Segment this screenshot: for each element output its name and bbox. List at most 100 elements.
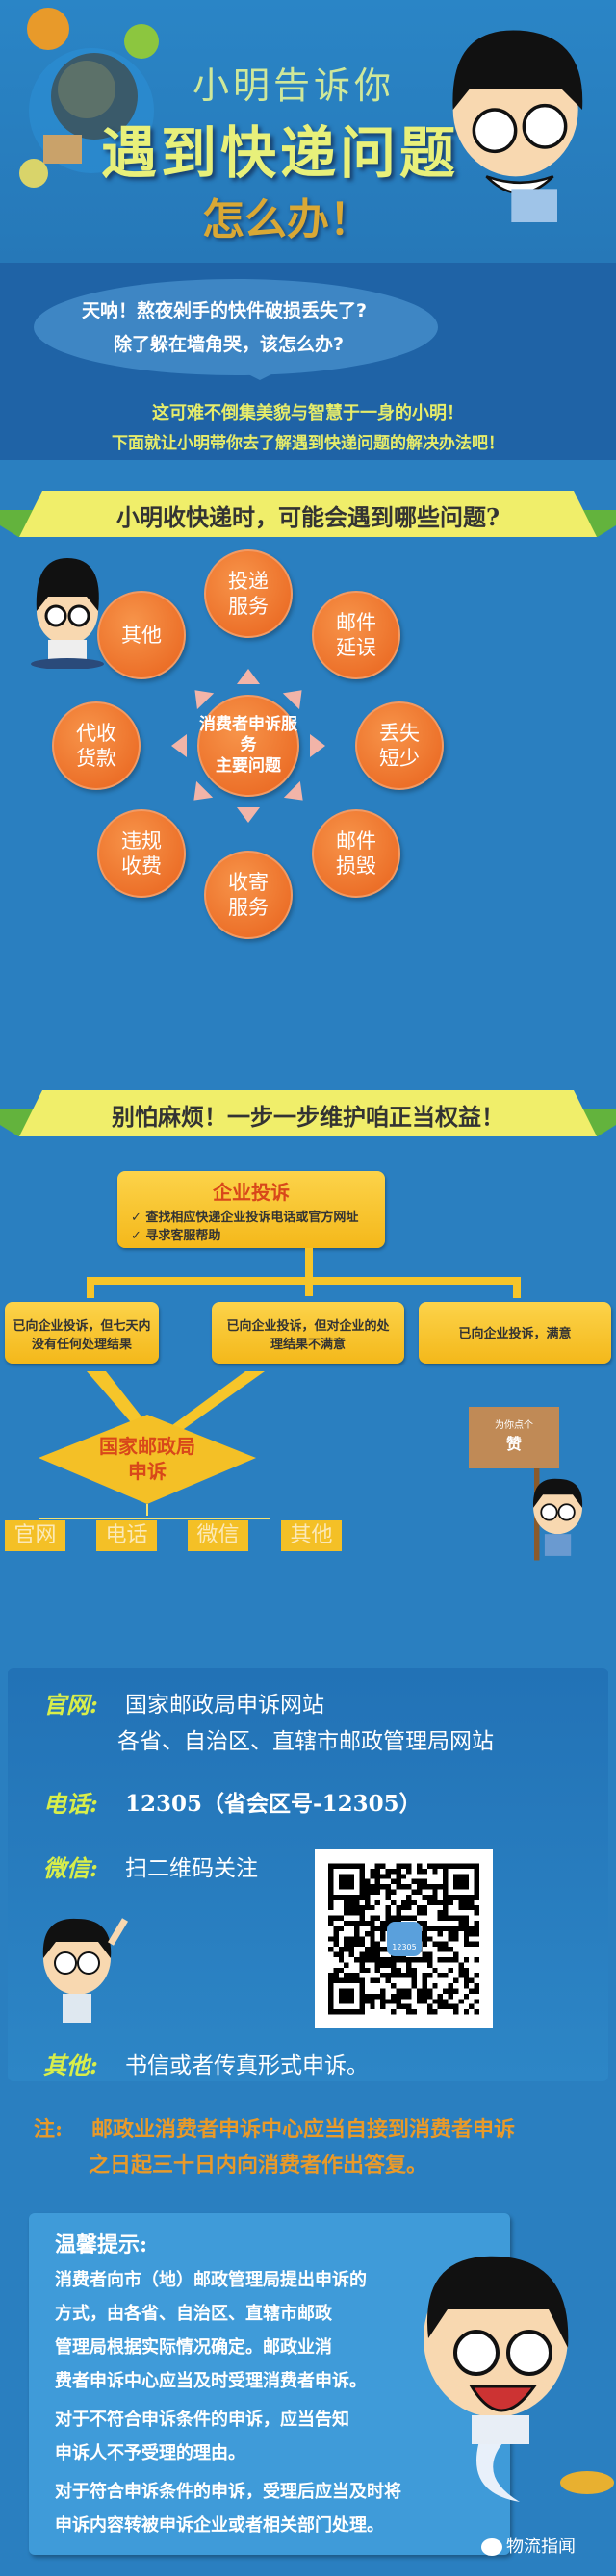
xiaoming-genie-character [424, 2256, 614, 2502]
tips-line: 对于不符合申诉条件的申诉，应当告知 [55, 2410, 349, 2430]
tips-line: 费者申诉中心应当及时受理消费者申诉。 [55, 2371, 367, 2391]
source-name: 物流指闻 [506, 2537, 576, 2557]
sign-line-2: 赞 [505, 1435, 522, 1453]
connector [305, 1248, 313, 1296]
phone-value: 12305（省会区号-12305） [125, 1791, 422, 1817]
problem-circle: 邮件延误 [312, 591, 400, 679]
problem-label: 延误 [336, 636, 376, 659]
problem-label: 服务 [228, 896, 269, 919]
intro-line-2: 下面就让小明带你去了解遇到快递问题的解决办法吧！ [112, 434, 504, 453]
tips-line: 申诉人不予受理的理由。 [55, 2443, 245, 2463]
banner-rights-text: 别怕麻烦！一步一步维护咱正当权益！ [112, 1103, 504, 1131]
problem-label: 短少 [379, 747, 420, 770]
like-sign: 为你点个 赞 [469, 1407, 559, 1468]
xiaoming-character-worried [31, 558, 104, 669]
tips-title: 温馨提示: [55, 2232, 148, 2257]
tips-line: 消费者向市（地）邮政管理局提出申诉的 [55, 2270, 367, 2290]
spb-line-1: 国家邮政局 [99, 1435, 195, 1458]
banner-problems-text: 小明收快递时，可能会遇到哪些问题? [116, 503, 500, 531]
web-line-2: 各省、自治区、直辖市邮政管理局网站 [117, 1729, 494, 1754]
problem-label: 丢失 [379, 721, 420, 745]
arrow-icon [237, 807, 260, 823]
problem-label: 代收 [76, 721, 116, 745]
xiaoming-character-running [452, 30, 583, 222]
channel-other: 其他 [281, 1520, 342, 1551]
outcome-box: 已向企业投诉，但对企业的处理结果不满意 [212, 1302, 404, 1364]
problem-circle: 收寄服务 [204, 851, 293, 939]
intro-line-1: 这可难不倒集美貌与智慧于一身的小明！ [152, 403, 464, 423]
banner-rights: 别怕麻烦！一步一步维护咱正当权益！ [0, 1090, 616, 1136]
channel-phone: 电话 [96, 1520, 157, 1551]
arrow-icon [186, 682, 215, 710]
wechat-label: 微信: [43, 1854, 98, 1882]
qr-badge: 12305 [387, 1922, 422, 1956]
contact-panel [8, 1668, 608, 2081]
wechat-icon [481, 2538, 502, 2556]
tips-line: 申诉内容转被申诉企业或者相关部门处理。 [55, 2515, 384, 2536]
arrow-icon [283, 682, 311, 710]
problem-label: 收寄 [228, 870, 269, 894]
arrows-to-spb [38, 1371, 270, 1519]
wechat-qr-code[interactable]: 12305 [315, 1849, 493, 2028]
other-value: 书信或者传真形式申诉。 [125, 2053, 369, 2079]
header-title-2: 怎么办！ [202, 195, 372, 244]
source-watermark: 物流指闻 [481, 2533, 576, 2558]
other-label: 其他: [43, 2052, 98, 2079]
note-line-1: 邮政业消费者申诉中心应当自接到消费者申诉 [91, 2117, 516, 2142]
wechat-value: 扫二维码关注 [125, 1856, 258, 1881]
channel-wechat: 微信 [188, 1520, 248, 1551]
center-circle: 消费者申诉服务主要问题 [197, 695, 299, 797]
problem-label: 邮件 [336, 829, 376, 853]
phone-label: 电话: [43, 1790, 98, 1818]
tips-box [29, 2213, 510, 2555]
xiaoming-character-pointing [42, 1918, 129, 2023]
center-line-1: 消费者申诉服务 [199, 715, 297, 755]
header-title: 遇到快递问题 [101, 120, 460, 186]
connector [513, 1277, 521, 1298]
enterprise-item: 寻求客服帮助 [145, 1229, 221, 1243]
arrow-icon [310, 734, 325, 757]
connector [87, 1277, 520, 1285]
xiaoming-character-thumbs [532, 1468, 583, 1561]
problem-label: 投递 [228, 569, 269, 593]
web-label: 官网: [43, 1691, 98, 1719]
speech-bubble [34, 279, 438, 375]
tips-line: 方式，由各省、自治区、直辖市邮政 [55, 2304, 332, 2324]
note-line-2: 之日起三十日内向消费者作出答复。 [89, 2153, 428, 2178]
problem-circle: 其他 [97, 591, 186, 679]
problem-label: 邮件 [336, 610, 376, 634]
channel-website: 官网 [5, 1520, 65, 1551]
check-icon: ✓ [131, 1229, 146, 1243]
speech-bubble-tail [221, 361, 298, 380]
center-line-2: 主要问题 [216, 755, 281, 776]
note-label: 注: [34, 2117, 64, 2142]
check-icon: ✓ [131, 1211, 146, 1225]
problem-label: 服务 [228, 595, 269, 618]
problem-label: 货款 [76, 747, 116, 770]
arrow-icon [237, 669, 260, 684]
bubble-line-1: 天呐！熬夜剁手的快件破损丢失了? [82, 300, 368, 321]
outcome-box: 已向企业投诉，但七天内没有任何处理结果 [5, 1302, 159, 1364]
enterprise-item: 查找相应快递企业投诉电话或官方网址 [145, 1211, 359, 1225]
problem-circle: 丢失短少 [355, 701, 444, 790]
problem-circle: 代收货款 [52, 701, 141, 790]
problem-label: 违规 [121, 829, 162, 853]
sign-line-1: 为你点个 [495, 1420, 533, 1431]
arrow-icon [186, 780, 214, 809]
problem-label: 其他 [121, 623, 162, 647]
problem-circle: 违规收费 [97, 809, 186, 898]
spb-line-2: 申诉 [128, 1460, 167, 1483]
outcome-box: 已向企业投诉，满意 [419, 1302, 611, 1364]
arrow-icon [171, 734, 187, 757]
problem-circle: 邮件损毁 [312, 809, 400, 898]
problem-label: 收费 [121, 854, 162, 878]
tips-line: 对于符合申诉条件的申诉，受理后应当及时将 [55, 2482, 401, 2502]
enterprise-title: 企业投诉 [213, 1181, 290, 1204]
arrow-icon [283, 780, 312, 809]
connector [87, 1277, 94, 1298]
spb-diamond: 国家邮政局 申诉 [38, 1434, 256, 1484]
enterprise-complaint-box: 企业投诉 ✓ 查找相应快递企业投诉电话或官方网址 ✓ 寻求客服帮助 [117, 1171, 385, 1248]
header-subtitle: 小明告诉你 [192, 64, 396, 107]
globe-parcel-illustration [19, 8, 159, 188]
problem-circle: 投递服务 [204, 549, 293, 638]
